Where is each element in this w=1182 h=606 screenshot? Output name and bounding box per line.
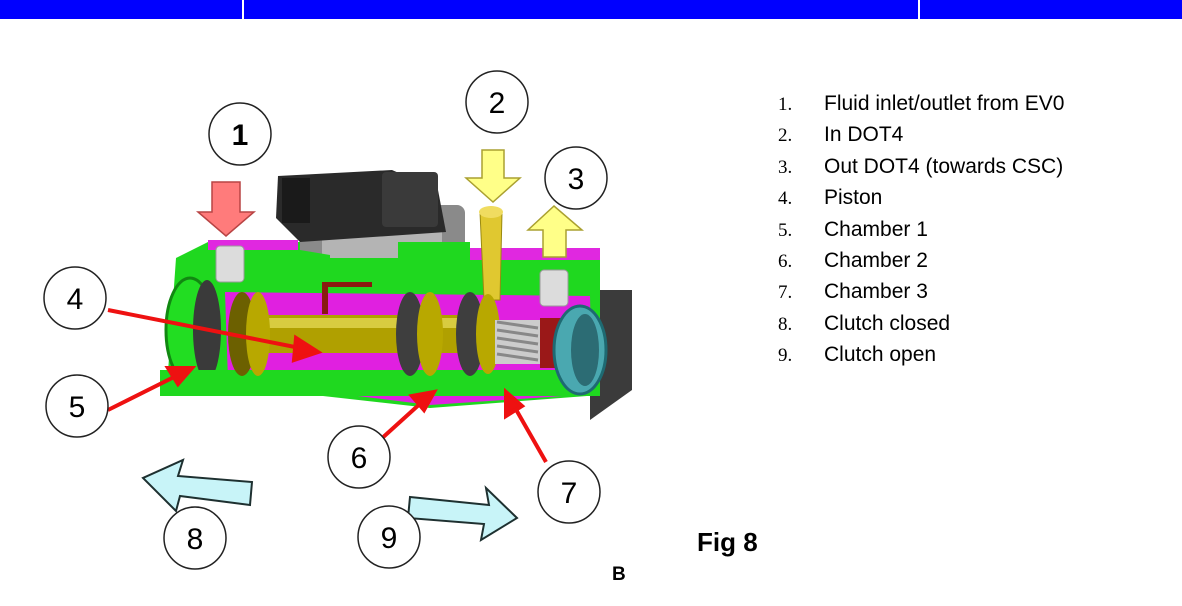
callout-6-label: 6 bbox=[351, 442, 368, 475]
legend-number: 6. bbox=[778, 250, 793, 272]
legend-number: 9. bbox=[778, 345, 793, 367]
figure-label: Fig 8 bbox=[697, 527, 758, 557]
legend-text: Clutch closed bbox=[824, 311, 951, 335]
inlet-arrow bbox=[195, 181, 257, 237]
legend-item: 4. Piston bbox=[778, 182, 1064, 213]
legend-text: Clutch open bbox=[824, 343, 937, 367]
legend-text: Out DOT4 (towards CSC) bbox=[824, 154, 1064, 178]
legend-number: 1. bbox=[778, 94, 793, 115]
legend-item: 6. Chamber 2 bbox=[778, 245, 1064, 276]
callout-9-label: 9 bbox=[381, 522, 398, 555]
legend-text: Piston bbox=[824, 186, 883, 210]
callout-8-label: 8 bbox=[187, 523, 204, 556]
corner-mark: B bbox=[612, 564, 626, 585]
legend-item: 3. Out DOT4 (towards CSC) bbox=[778, 151, 1064, 182]
callout-8: 8 bbox=[163, 506, 227, 570]
legend-text: Chamber 1 bbox=[824, 217, 928, 241]
legend-text: Fluid inlet/outlet from EV0 bbox=[824, 92, 1065, 115]
inlet-port bbox=[215, 245, 245, 283]
legend-number: 7. bbox=[778, 282, 793, 304]
callout-7-label: 7 bbox=[561, 477, 578, 510]
legend-item: 9. Clutch open bbox=[778, 339, 1064, 370]
legend-item: 1. Fluid inlet/outlet from EV0 bbox=[778, 88, 1064, 119]
callout-1-label: 1 bbox=[232, 119, 249, 152]
callout-2: 2 bbox=[465, 70, 529, 134]
legend-number: 4. bbox=[778, 188, 793, 210]
header-bar bbox=[0, 0, 1182, 19]
header-divider bbox=[242, 0, 244, 19]
legend-item: 5. Chamber 1 bbox=[778, 214, 1064, 245]
return-spring bbox=[495, 318, 562, 368]
callout-9: 9 bbox=[357, 505, 421, 569]
legend-number: 5. bbox=[778, 219, 793, 241]
fluid-inlet-nipple bbox=[479, 211, 503, 301]
callout-5: 5 bbox=[45, 374, 109, 438]
callouts: 1 2 3 4 5 6 7 8 bbox=[43, 70, 608, 570]
legend-text: In DOT4 bbox=[824, 123, 904, 147]
legend-number: 2. bbox=[778, 125, 793, 147]
legend-text: Chamber 3 bbox=[824, 280, 928, 304]
callout-3-label: 3 bbox=[568, 163, 585, 196]
outlet-port bbox=[539, 269, 569, 307]
out-dot4-arrow bbox=[526, 204, 585, 258]
legend-text: Chamber 2 bbox=[824, 248, 928, 272]
header-divider bbox=[918, 0, 920, 19]
legend-item: 2. In DOT4 bbox=[778, 119, 1064, 150]
callout-3: 3 bbox=[544, 146, 608, 210]
legend-number: 8. bbox=[778, 313, 793, 335]
callout-5-label: 5 bbox=[69, 391, 86, 424]
leader-lines bbox=[107, 308, 548, 463]
clutch-open-arrow bbox=[406, 485, 519, 543]
callout-2-label: 2 bbox=[489, 87, 506, 120]
legend-list: 1.Fluid inlet/outlet from EV0 2.In DOT4 … bbox=[778, 88, 1064, 371]
in-dot4-arrow bbox=[464, 149, 522, 204]
callout-1: 1 bbox=[208, 102, 272, 166]
legend-number: 3. bbox=[778, 156, 793, 178]
callout-4: 4 bbox=[43, 266, 107, 330]
legend-item: 8. Clutch closed bbox=[778, 308, 1064, 339]
clutch-closed-arrow bbox=[141, 458, 254, 513]
callout-4-label: 4 bbox=[67, 283, 84, 316]
legend-item: 7. Chamber 3 bbox=[778, 276, 1064, 307]
callout-7: 7 bbox=[537, 460, 601, 524]
callout-6: 6 bbox=[327, 425, 391, 489]
piston bbox=[228, 292, 500, 376]
